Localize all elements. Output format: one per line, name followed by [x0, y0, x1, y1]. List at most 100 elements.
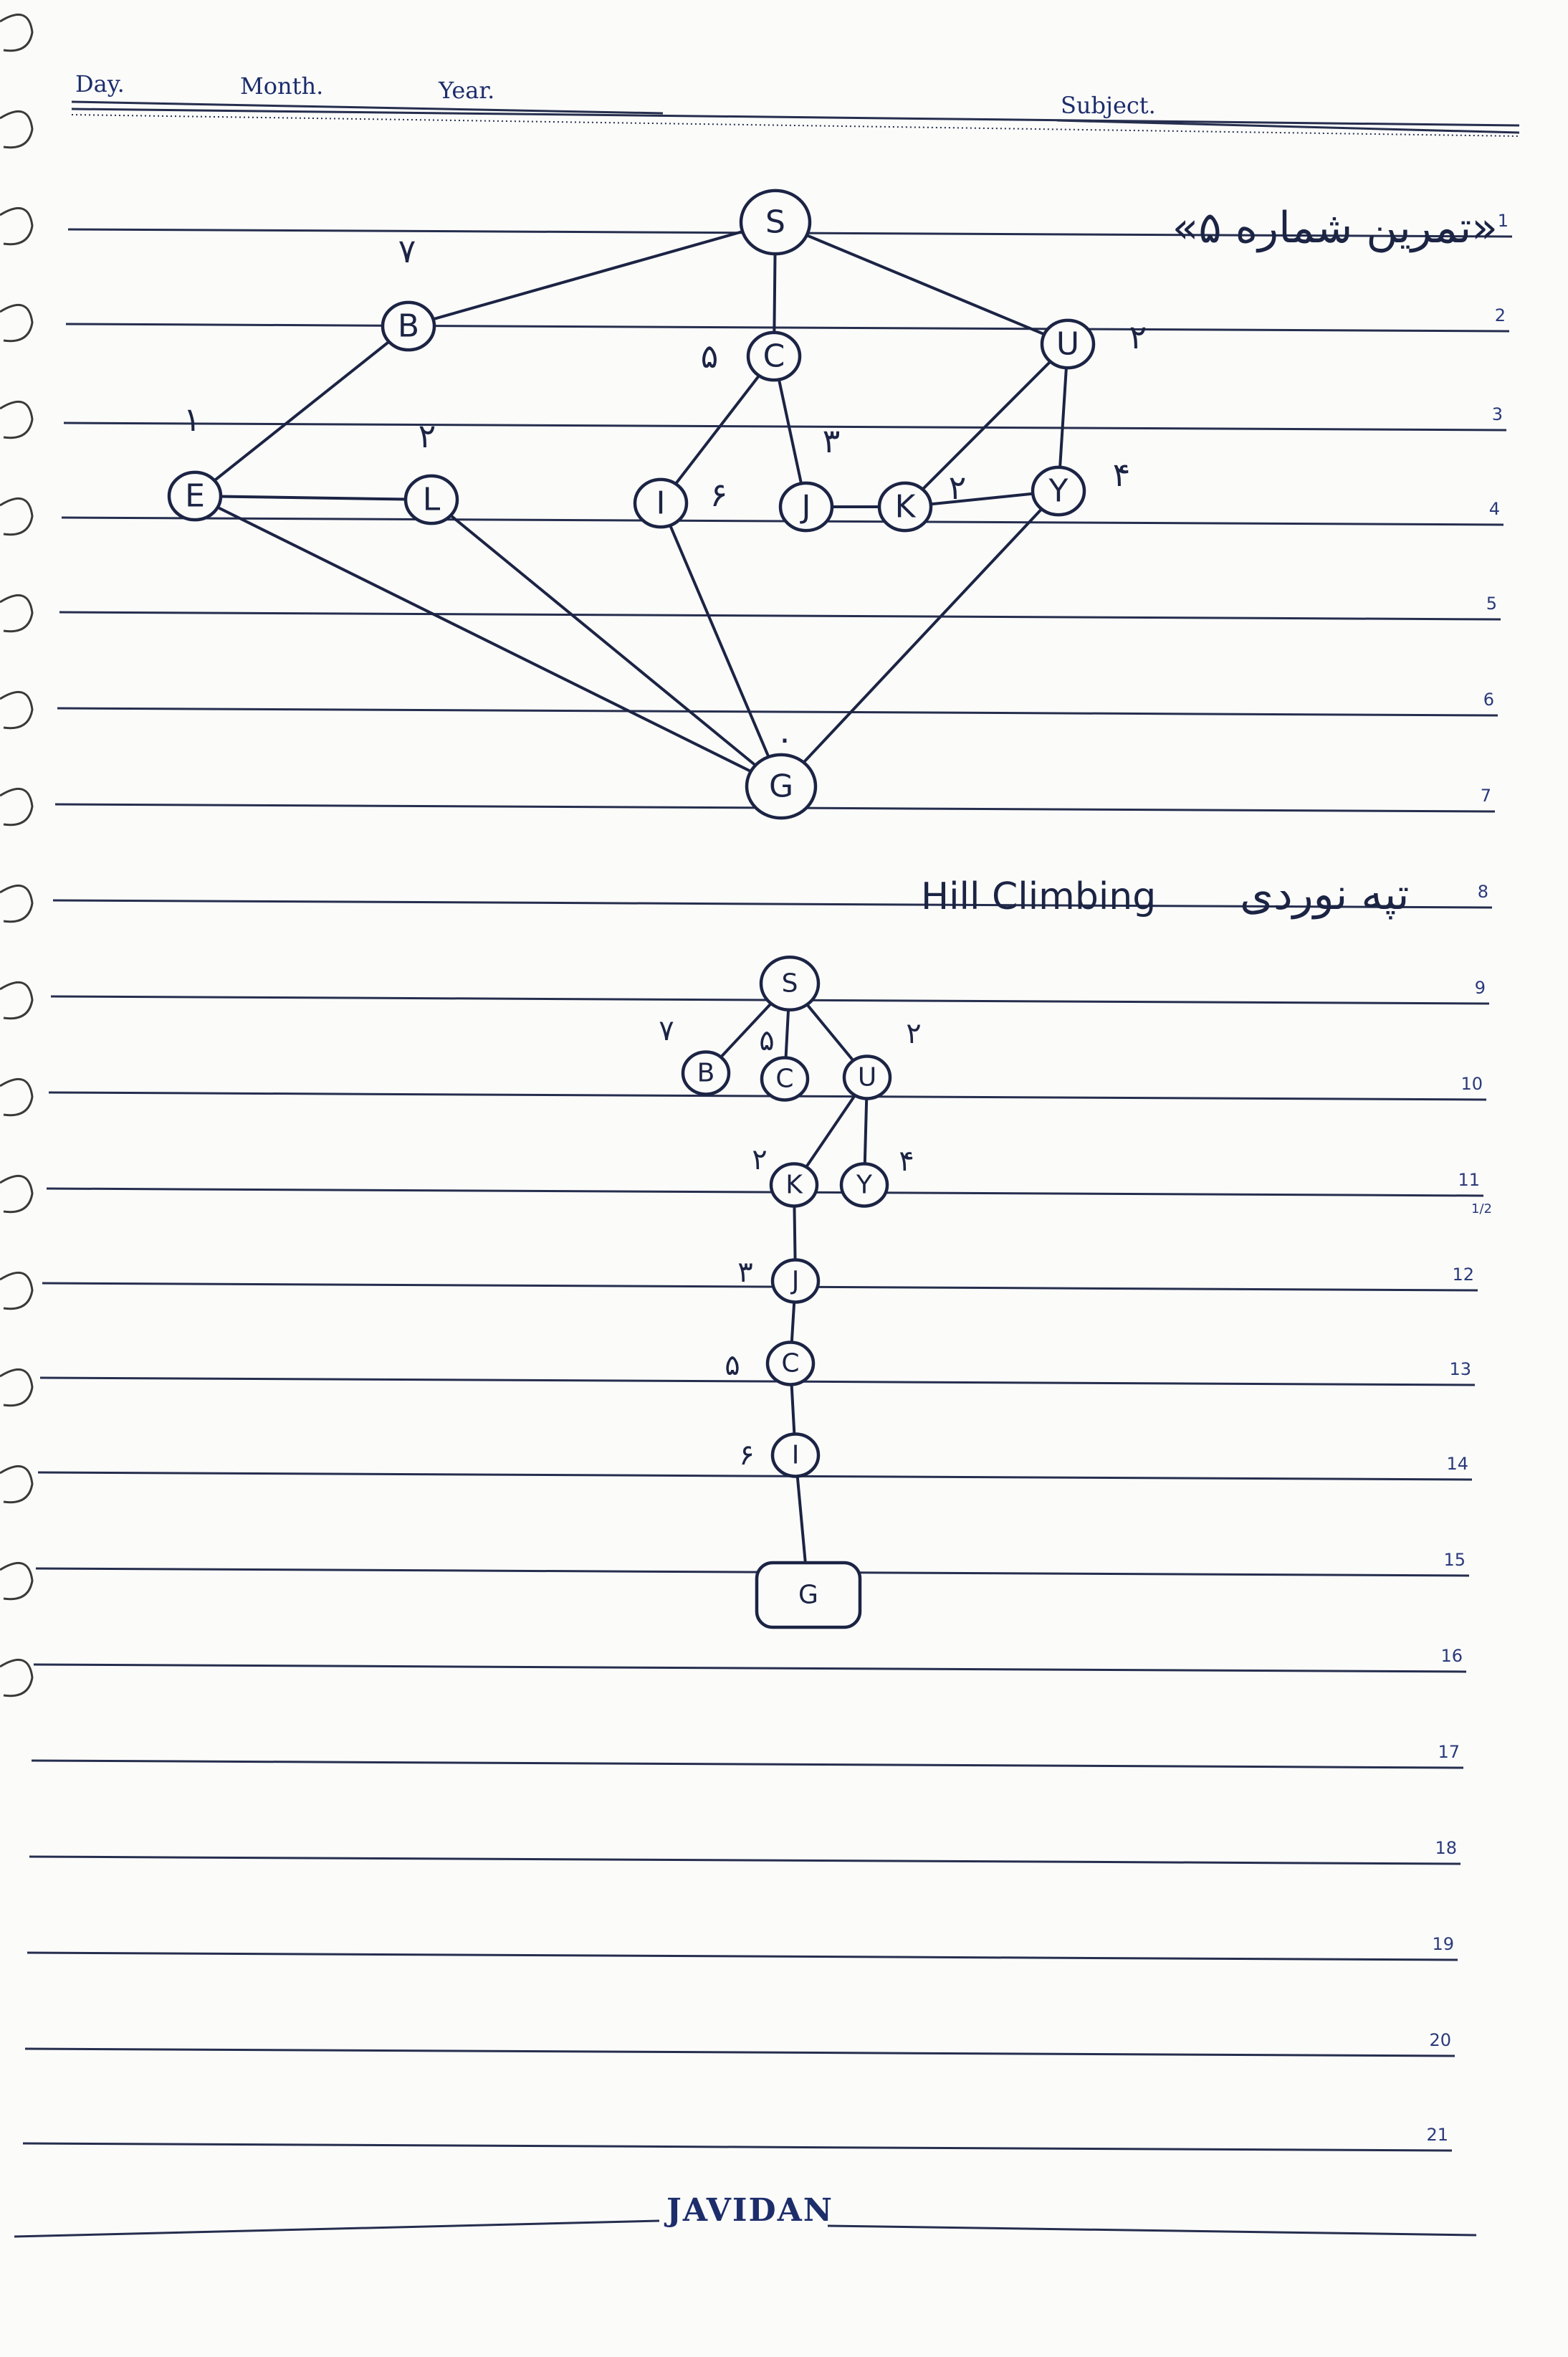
- graph-weight-I: ۶: [710, 475, 728, 514]
- graph-node-Y: [1031, 465, 1086, 517]
- tree-node-I: [770, 1432, 821, 1478]
- tree-node-label-S: S: [782, 969, 798, 999]
- line-number: 5: [1486, 594, 1497, 614]
- graph-edge-S-U: [774, 221, 1069, 346]
- ruled-line: [31, 1759, 1464, 1769]
- tree-node-Y: [839, 1162, 889, 1208]
- ruled-line: [22, 2142, 1453, 2152]
- spiral-ring: [0, 1272, 34, 1310]
- graph-node-J: [778, 481, 834, 533]
- spiral-ring: [0, 1175, 34, 1214]
- graph-node-I: [633, 477, 689, 529]
- tree-node-G: [755, 1561, 862, 1629]
- spiral-ring: [0, 981, 34, 1020]
- year-label: Year.: [438, 77, 494, 104]
- spiral-ring: [0, 1368, 34, 1407]
- graph-weight-E: ۱: [183, 400, 201, 439]
- graph-edge-S-B: [407, 221, 777, 328]
- line-number: 4: [1489, 499, 1500, 519]
- ruled-line: [24, 2047, 1455, 2057]
- tree-node-label-B: B: [697, 1059, 715, 1088]
- line-number: 6: [1483, 690, 1494, 710]
- graph-node-K: [877, 481, 933, 533]
- ruled-line: [29, 1855, 1461, 1865]
- graph-node-S: [739, 189, 812, 256]
- graph-node-C: [746, 330, 802, 382]
- spiral-ring: [0, 594, 34, 633]
- footer-rule-left: [14, 2219, 660, 2238]
- ruled-line: [63, 422, 1507, 432]
- spiral-ring: [0, 1078, 34, 1117]
- line-number: 8: [1478, 882, 1488, 902]
- graph-weight-C: ۵: [701, 337, 719, 376]
- graph-edge-U-K: [904, 343, 1069, 508]
- line-number: 18: [1435, 1838, 1457, 1858]
- ruled-line: [52, 899, 1493, 909]
- tree-weight-J: ۳: [737, 1256, 752, 1289]
- ruled-line: [33, 1663, 1467, 1673]
- line-number: 10: [1461, 1074, 1483, 1094]
- spiral-ring: [0, 497, 34, 536]
- graph-weight-K: ۲: [949, 468, 967, 507]
- ruled-line: [39, 1376, 1476, 1386]
- header-rule-right: [1056, 119, 1520, 134]
- day-label: Day.: [75, 70, 125, 97]
- graph-node-L: [403, 474, 459, 525]
- graph-node-label-J: J: [800, 489, 811, 525]
- tree-weight-C2: ۵: [725, 1349, 740, 1382]
- line-number: 19: [1432, 1934, 1454, 1954]
- header-rule-main: [71, 108, 1520, 127]
- brand-label: JAVIDAN: [664, 2192, 833, 2229]
- graph-weight-J: ۳: [823, 422, 841, 460]
- tree-node-U: [842, 1054, 892, 1100]
- tree-node-label-G: G: [798, 1581, 818, 1610]
- tree-node-label-U: U: [858, 1063, 876, 1092]
- tree-node-label-I: I: [792, 1441, 800, 1470]
- spiral-ring: [0, 207, 34, 246]
- ruled-line: [57, 707, 1498, 717]
- method-subtitle: Hill Climbing تپه نوردی: [921, 870, 1409, 920]
- line-number: 3: [1492, 404, 1503, 424]
- graph-weight-G: ۰: [776, 719, 794, 758]
- subtitle-persian: تپه نوردی: [1240, 870, 1409, 920]
- graph-weight-L: ۲: [419, 416, 436, 455]
- tree-node-label-J: J: [790, 1267, 800, 1296]
- graph-node-label-S: S: [765, 204, 785, 241]
- line-number: 13: [1449, 1359, 1471, 1379]
- tree-node-label-K: K: [785, 1171, 803, 1200]
- tree-weight-U: ۲: [906, 1017, 921, 1050]
- ruled-line: [42, 1282, 1478, 1292]
- line-number: 11: [1458, 1170, 1480, 1190]
- tree-node-S: [759, 955, 821, 1012]
- ruled-line: [65, 323, 1510, 333]
- tree-node-J: [770, 1258, 821, 1304]
- line-number: 9: [1475, 978, 1486, 998]
- ruled-line: [35, 1567, 1470, 1577]
- graph-node-E: [167, 470, 223, 522]
- ruled-line: [61, 516, 1504, 526]
- header-rule-dotted: [71, 114, 1520, 137]
- graph-edge-E-L: [193, 495, 433, 501]
- ruled-line: [46, 1187, 1484, 1197]
- tree-node-label-Y: Y: [856, 1171, 873, 1200]
- tree-node-label-C1: C: [775, 1065, 793, 1094]
- graph-node-label-K: K: [895, 489, 917, 525]
- graph-weight-Y: ۴: [1113, 455, 1131, 494]
- tree-weight-I: ۶: [739, 1439, 754, 1472]
- tree-node-label-C2: C: [781, 1349, 799, 1379]
- graph-edge-B-E: [193, 325, 410, 497]
- tree-weight-Y: ۴: [899, 1145, 914, 1178]
- line-number: 20: [1429, 2030, 1451, 2050]
- graph-node-G: [745, 753, 818, 820]
- graph-node-label-B: B: [398, 308, 419, 345]
- spiral-ring: [0, 304, 34, 343]
- ruled-line: [59, 611, 1501, 621]
- graph-edge-E-G: [193, 495, 783, 788]
- spiral-ring: [0, 1562, 34, 1601]
- footer-rule-right: [827, 2224, 1477, 2237]
- line-number: 1/2: [1471, 1201, 1492, 1216]
